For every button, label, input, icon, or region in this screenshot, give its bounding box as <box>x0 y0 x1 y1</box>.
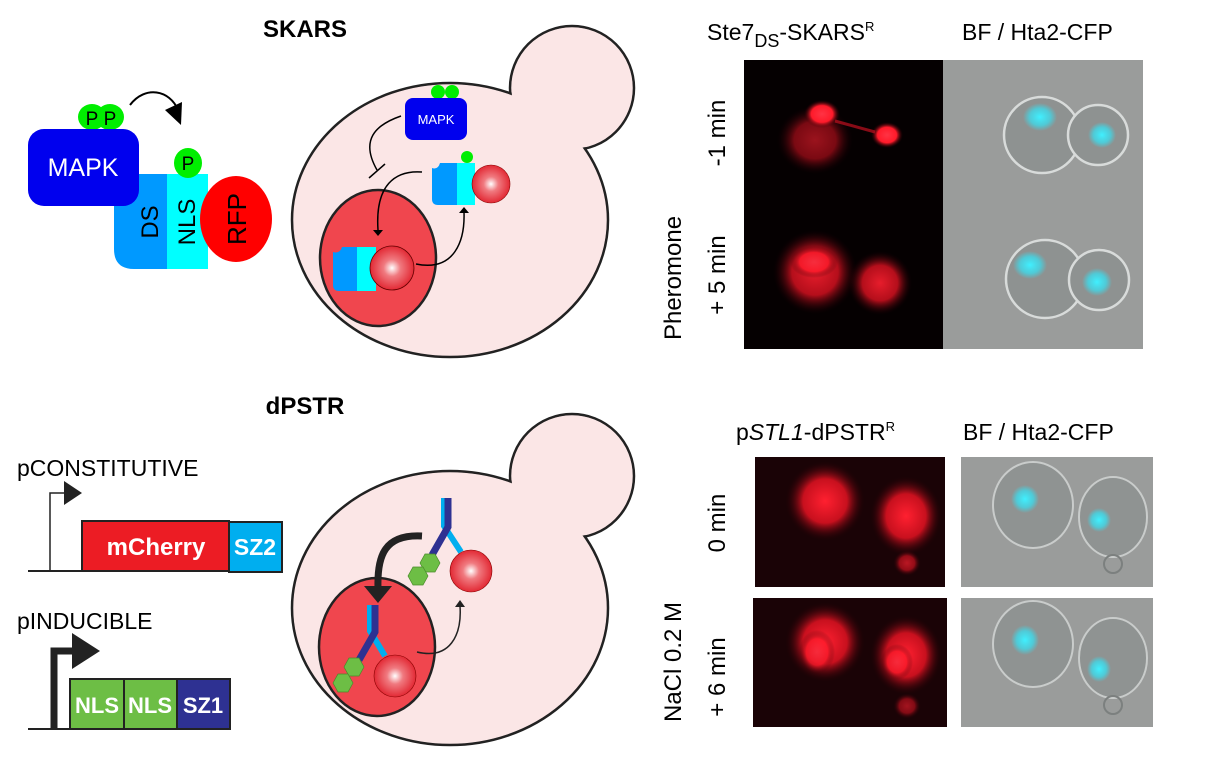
mapk-box <box>28 129 139 206</box>
ds-label: DS <box>137 205 164 238</box>
rfp-label: RFP <box>222 193 252 245</box>
brightfield-image <box>943 60 1143 349</box>
bf-title: BF / Hta2-CFP <box>963 419 1114 445</box>
mapk-label: MAPK <box>48 154 119 182</box>
panel-top: Ste7DS-SKARSR BF / Hta2-CFP Pheromone -1… <box>660 19 1143 349</box>
phospho-icon <box>445 85 459 99</box>
bf-title: BF / Hta2-CFP <box>962 19 1113 45</box>
time-label: + 5 min <box>704 235 731 314</box>
promoter-arrow-icon <box>50 647 76 729</box>
phospho-label: P <box>182 154 195 175</box>
promoter-inducible-label: pINDUCIBLE <box>17 608 152 634</box>
export-arrow <box>415 211 465 266</box>
skars-title: SKARS <box>263 16 347 43</box>
promoter-arrow-icon <box>49 492 65 571</box>
fluorescence-image <box>753 457 947 727</box>
brightfield-image <box>961 457 1153 727</box>
phospho-pair-icon: P P <box>78 104 124 130</box>
condition-label: Pheromone <box>660 216 687 340</box>
skars-reporter-cytoplasm <box>432 151 511 205</box>
yeast-cell-skars: MAPK <box>290 24 636 359</box>
inhibition-arrow <box>369 115 402 171</box>
sz1-label: SZ1 <box>183 693 223 718</box>
reporter-title: pSTL1-dPSTRR <box>736 419 895 445</box>
panel-bottom: pSTL1-dPSTRR BF / Hta2-CFP NaCl 0.2 M 0 … <box>660 419 1153 727</box>
phospho-label: P <box>86 109 99 130</box>
phospho-label: P <box>104 109 117 130</box>
skars-schematic: P P DS NLS P RFP MAPK <box>28 91 272 269</box>
nls-label: NLS <box>128 693 172 718</box>
condition-label: NaCl 0.2 M <box>660 602 687 722</box>
nls-label: NLS <box>75 693 119 718</box>
dpstr-complex-cytoplasm <box>407 498 493 593</box>
dpstr-title: dPSTR <box>266 393 345 420</box>
import-arrow <box>377 171 423 231</box>
sz2-box <box>228 521 283 573</box>
yeast-cell-dpstr <box>290 412 636 747</box>
sz2-label: SZ2 <box>234 534 276 560</box>
dpstr-complex-nucleus <box>332 605 417 698</box>
phospho-icon <box>431 85 445 99</box>
promoter-constitutive-label: pCONSTITUTIVE <box>17 455 198 481</box>
skars-reporter-nucleus <box>333 245 415 291</box>
time-label: 0 min <box>704 494 731 553</box>
time-label: -1 min <box>704 100 731 167</box>
mcherry-label: mCherry <box>107 534 206 561</box>
fluorescence-image <box>744 60 943 349</box>
reporter-title: Ste7DS-SKARSR <box>707 19 874 51</box>
phosphorylation-arrow <box>129 91 179 111</box>
nls-box <box>69 678 125 730</box>
import-arrow <box>374 532 423 589</box>
export-arrow <box>416 605 461 655</box>
inducible-construct: pINDUCIBLE NLS NLS SZ1 <box>17 608 231 730</box>
time-label: + 6 min <box>704 637 731 716</box>
cell-mapk-label: MAPK <box>418 112 455 127</box>
cell-mapk-box <box>405 98 467 140</box>
sz1-box <box>176 678 231 730</box>
phospho-icon <box>174 148 202 178</box>
constitutive-construct: pCONSTITUTIVE mCherry SZ2 <box>17 455 283 573</box>
nls-label: NLS <box>174 199 201 246</box>
arrowhead-icon <box>165 102 182 125</box>
rfp-domain <box>200 176 272 262</box>
mcherry-box <box>81 520 230 572</box>
